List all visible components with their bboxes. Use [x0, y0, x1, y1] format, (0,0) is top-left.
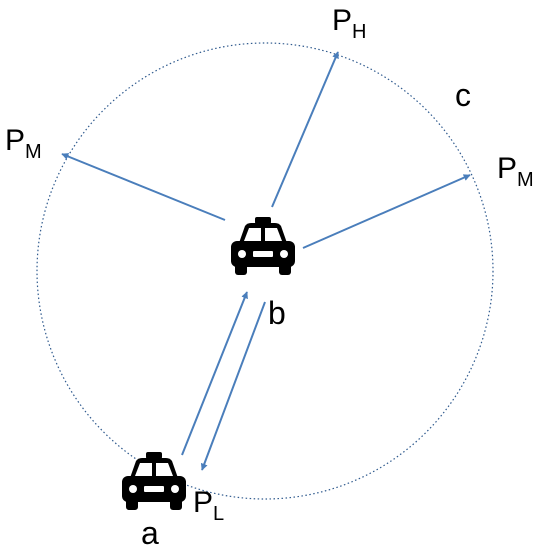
- label-node-a: a: [141, 515, 159, 550]
- arrow-a-to-b: [181, 291, 248, 456]
- taxi-icon-center: [231, 217, 295, 275]
- arrow-to-p-medium-right: [302, 174, 471, 249]
- arrow-to-p-high: [271, 51, 339, 208]
- label-p-medium-left: PM: [5, 124, 42, 163]
- arrow-b-to-a: [200, 301, 266, 471]
- arrow-to-p-medium-left: [61, 153, 226, 221]
- label-node-c: c: [455, 77, 471, 113]
- taxi-icon-bottom: [122, 452, 186, 510]
- range-circle: [36, 42, 494, 500]
- label-p-low: PL: [193, 486, 224, 525]
- label-p-medium-right: PM: [497, 152, 534, 191]
- label-p-high: PH: [332, 4, 366, 43]
- label-node-b: b: [268, 295, 286, 331]
